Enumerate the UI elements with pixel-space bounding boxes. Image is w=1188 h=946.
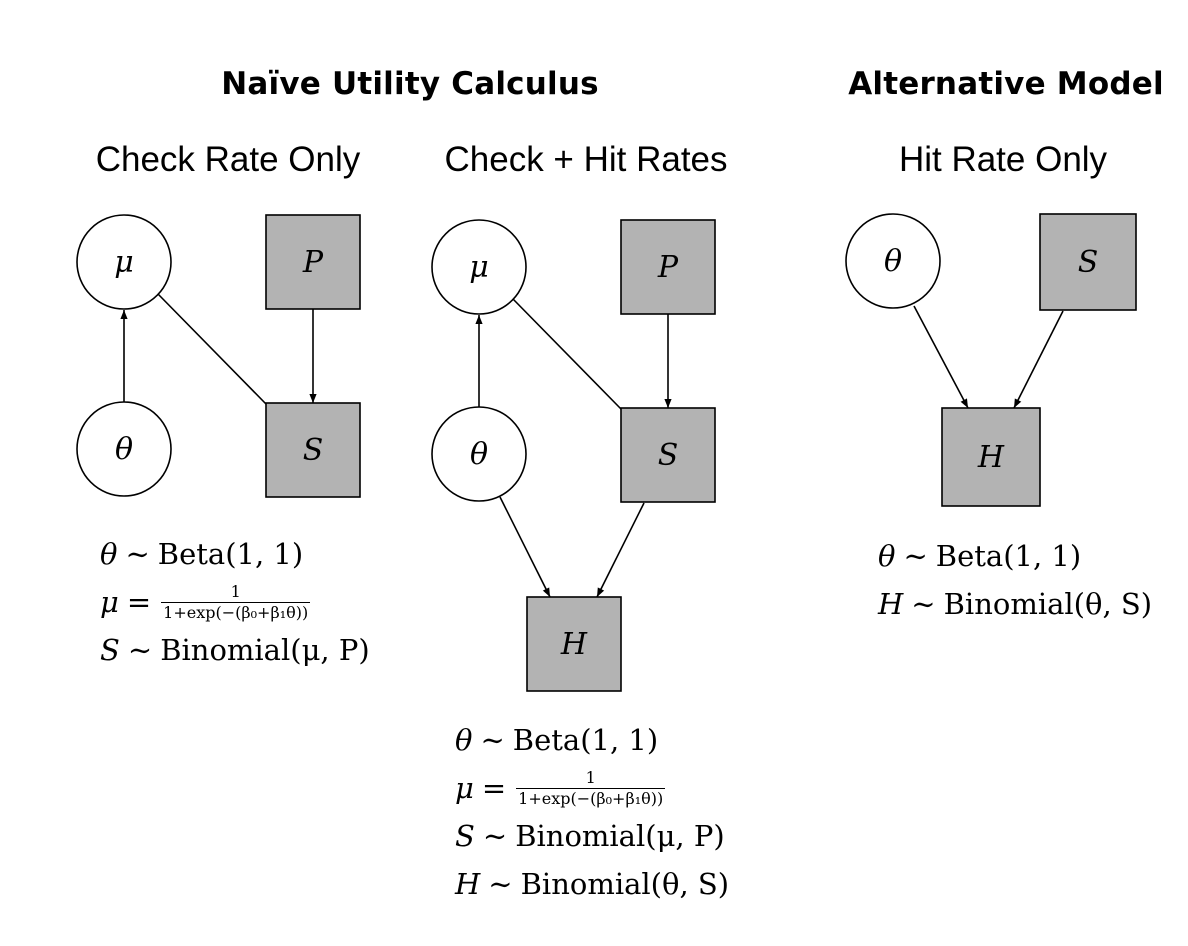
eq-rel: ∼ <box>482 818 508 853</box>
eq-lhs: μ <box>455 770 474 805</box>
node-h <box>941 407 1041 507</box>
node-s <box>620 407 716 503</box>
eq-rel: ∼ <box>903 538 928 573</box>
eq-numerator: 1 <box>585 767 596 787</box>
equation-theta: θ ∼ Beta(1, 1) <box>455 716 729 764</box>
eq-rel: = <box>126 584 152 619</box>
eq-rhs: Beta(1, 1) <box>935 538 1082 573</box>
eq-rel: = <box>481 770 507 805</box>
equation-theta: θ ∼ Beta(1, 1) <box>100 530 370 578</box>
node-label-mu: μ <box>469 249 489 285</box>
equations-check-hit-rates: θ ∼ Beta(1, 1) μ = 1 1+exp(−(β₀+β₁θ)) S … <box>455 716 729 908</box>
eq-rel: ∼ <box>911 586 936 621</box>
eq-rhs: Beta(1, 1) <box>512 722 659 757</box>
eq-lhs: H <box>878 586 904 621</box>
edge-theta-to-h <box>499 496 551 598</box>
equation-h: H ∼ Binomial(θ, S) <box>455 860 729 908</box>
node-label-p: P <box>657 249 679 285</box>
eq-rhs: Binomial(θ, S) <box>520 866 730 901</box>
panel-title-check-hit-rates: Check + Hit Rates <box>444 140 728 179</box>
equation-s: S ∼ Binomial(μ, P) <box>100 626 370 674</box>
eq-numerator: 1 <box>230 581 241 601</box>
heading-naive-utility-calculus: Naïve Utility Calculus <box>221 66 599 102</box>
eq-lhs: θ <box>878 538 896 573</box>
eq-rel: ∼ <box>488 866 513 901</box>
eq-fraction: 1 1+exp(−(β₀+β₁θ)) <box>516 767 666 808</box>
edge-mu-to-s <box>157 293 267 405</box>
eq-rel: ∼ <box>127 632 153 667</box>
node-label-theta: θ <box>469 436 489 472</box>
edge-mu-to-s <box>512 298 622 410</box>
panel-title-hit-rate-only: Hit Rate Only <box>898 140 1108 179</box>
node-s <box>1039 213 1137 311</box>
panel-check-rate-only <box>76 214 361 498</box>
node-label-theta: θ <box>114 431 134 467</box>
eq-rhs: Binomial(μ, P) <box>515 818 725 853</box>
edge-theta-to-h <box>913 305 969 409</box>
equation-h: H ∼ Binomial(θ, S) <box>878 580 1152 628</box>
eq-rel: ∼ <box>480 722 505 757</box>
node-mu <box>431 219 527 315</box>
node-theta <box>431 406 527 502</box>
node-label-s: S <box>302 432 324 468</box>
eq-rhs: Binomial(θ, S) <box>943 586 1153 621</box>
equation-theta: θ ∼ Beta(1, 1) <box>878 532 1152 580</box>
eq-lhs: θ <box>455 722 473 757</box>
node-mu <box>76 214 172 310</box>
node-h <box>526 596 622 692</box>
node-label-p: P <box>302 244 324 280</box>
equation-s: S ∼ Binomial(μ, P) <box>455 812 729 860</box>
eq-denominator: 1+exp(−(β₀+β₁θ)) <box>161 601 311 622</box>
node-p <box>620 219 716 315</box>
node-label-s: S <box>1077 244 1099 280</box>
node-label-theta: θ <box>883 243 903 279</box>
eq-rhs: Beta(1, 1) <box>157 536 304 571</box>
eq-fraction: 1 1+exp(−(β₀+β₁θ)) <box>161 581 311 622</box>
eq-denominator: 1+exp(−(β₀+β₁θ)) <box>516 787 666 808</box>
node-label-h: H <box>977 439 1005 475</box>
node-theta <box>76 401 172 497</box>
node-label-s: S <box>657 437 679 473</box>
node-label-mu: μ <box>114 244 134 280</box>
eq-lhs: μ <box>100 584 119 619</box>
eq-rhs: Binomial(μ, P) <box>160 632 370 667</box>
panel-check-hit-rates <box>431 219 716 692</box>
node-p <box>265 214 361 310</box>
panel-hit-rate-only <box>845 213 1137 507</box>
node-label-h: H <box>560 626 588 662</box>
equations-hit-rate-only: θ ∼ Beta(1, 1) H ∼ Binomial(θ, S) <box>878 532 1152 628</box>
heading-alternative-model: Alternative Model <box>848 66 1164 102</box>
edge-s-to-h <box>596 502 645 598</box>
node-theta <box>845 213 941 309</box>
equation-mu: μ = 1 1+exp(−(β₀+β₁θ)) <box>100 578 370 626</box>
equations-check-rate-only: θ ∼ Beta(1, 1) μ = 1 1+exp(−(β₀+β₁θ)) S … <box>100 530 370 674</box>
node-s <box>265 402 361 498</box>
panel-title-check-rate-only: Check Rate Only <box>95 140 361 179</box>
eq-lhs: θ <box>100 536 118 571</box>
edge-s-to-h <box>1013 310 1064 409</box>
eq-lhs: H <box>455 866 481 901</box>
equation-mu: μ = 1 1+exp(−(β₀+β₁θ)) <box>455 764 729 812</box>
eq-rel: ∼ <box>125 536 150 571</box>
eq-lhs: S <box>455 818 475 853</box>
eq-lhs: S <box>100 632 120 667</box>
